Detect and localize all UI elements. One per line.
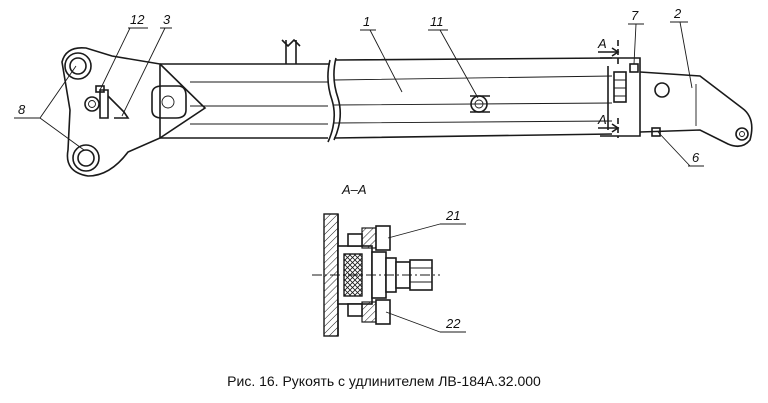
pin-detail-11 [470, 95, 490, 113]
callout-6: 6 [692, 150, 700, 165]
callout-22: 22 [445, 316, 461, 331]
callout-11: 11 [430, 14, 444, 29]
callout-2: 2 [673, 6, 682, 21]
right-joint [598, 40, 753, 148]
figure-caption: Рис. 16. Рукоять с удлинителем ЛВ-184А.3… [227, 373, 541, 389]
section-mark-top: А [597, 36, 607, 51]
callout-8: 8 [18, 102, 26, 117]
section-title: А–А [341, 182, 367, 197]
callout-21: 21 [445, 208, 460, 223]
left-bracket [61, 46, 187, 177]
leader-lines [14, 21, 704, 333]
callout-1: 1 [363, 14, 370, 29]
callout-7: 7 [631, 8, 639, 23]
section-mark-bottom: А [597, 112, 607, 127]
section-view [312, 213, 440, 337]
boom-arm [159, 38, 613, 143]
callout-3: 3 [163, 12, 171, 27]
callout-12: 12 [130, 12, 145, 27]
